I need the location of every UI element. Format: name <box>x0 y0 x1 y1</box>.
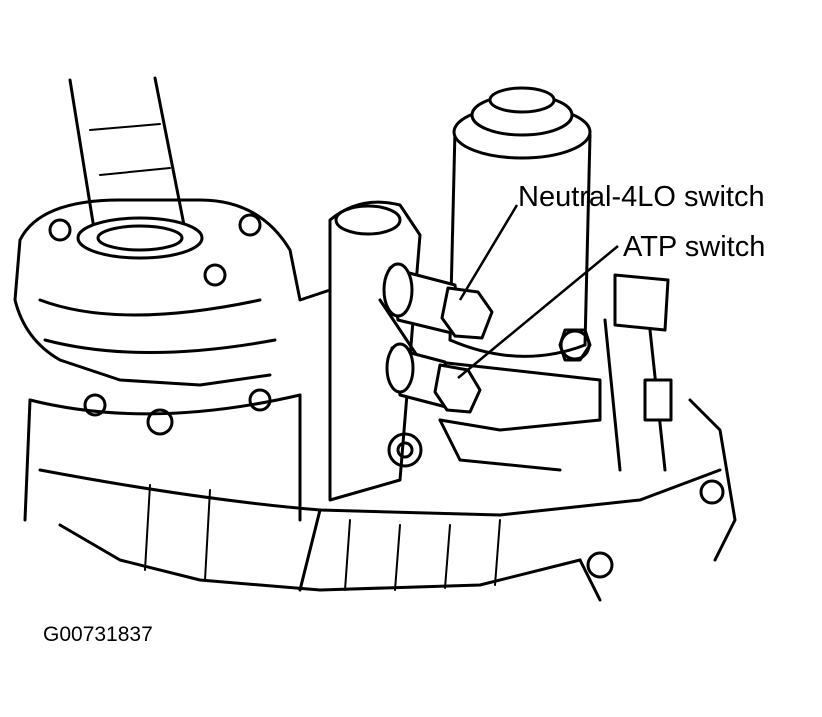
actuator-motor <box>448 86 592 358</box>
neutral-4lo-switch <box>382 262 494 340</box>
neutral-4lo-switch-label: Neutral-4LO switch <box>518 181 765 213</box>
left-housing <box>13 198 332 522</box>
transfer-case-body <box>38 468 722 602</box>
atp-switch <box>385 342 482 414</box>
atp-leader <box>457 245 619 379</box>
figure-id: G00731837 <box>43 623 153 646</box>
switch-bracket <box>378 298 602 472</box>
right-connector <box>586 273 737 579</box>
atp-switch-label: ATP switch <box>623 231 766 263</box>
shift-lever-tube <box>68 76 204 260</box>
neutral-4lo-leader <box>458 204 519 301</box>
